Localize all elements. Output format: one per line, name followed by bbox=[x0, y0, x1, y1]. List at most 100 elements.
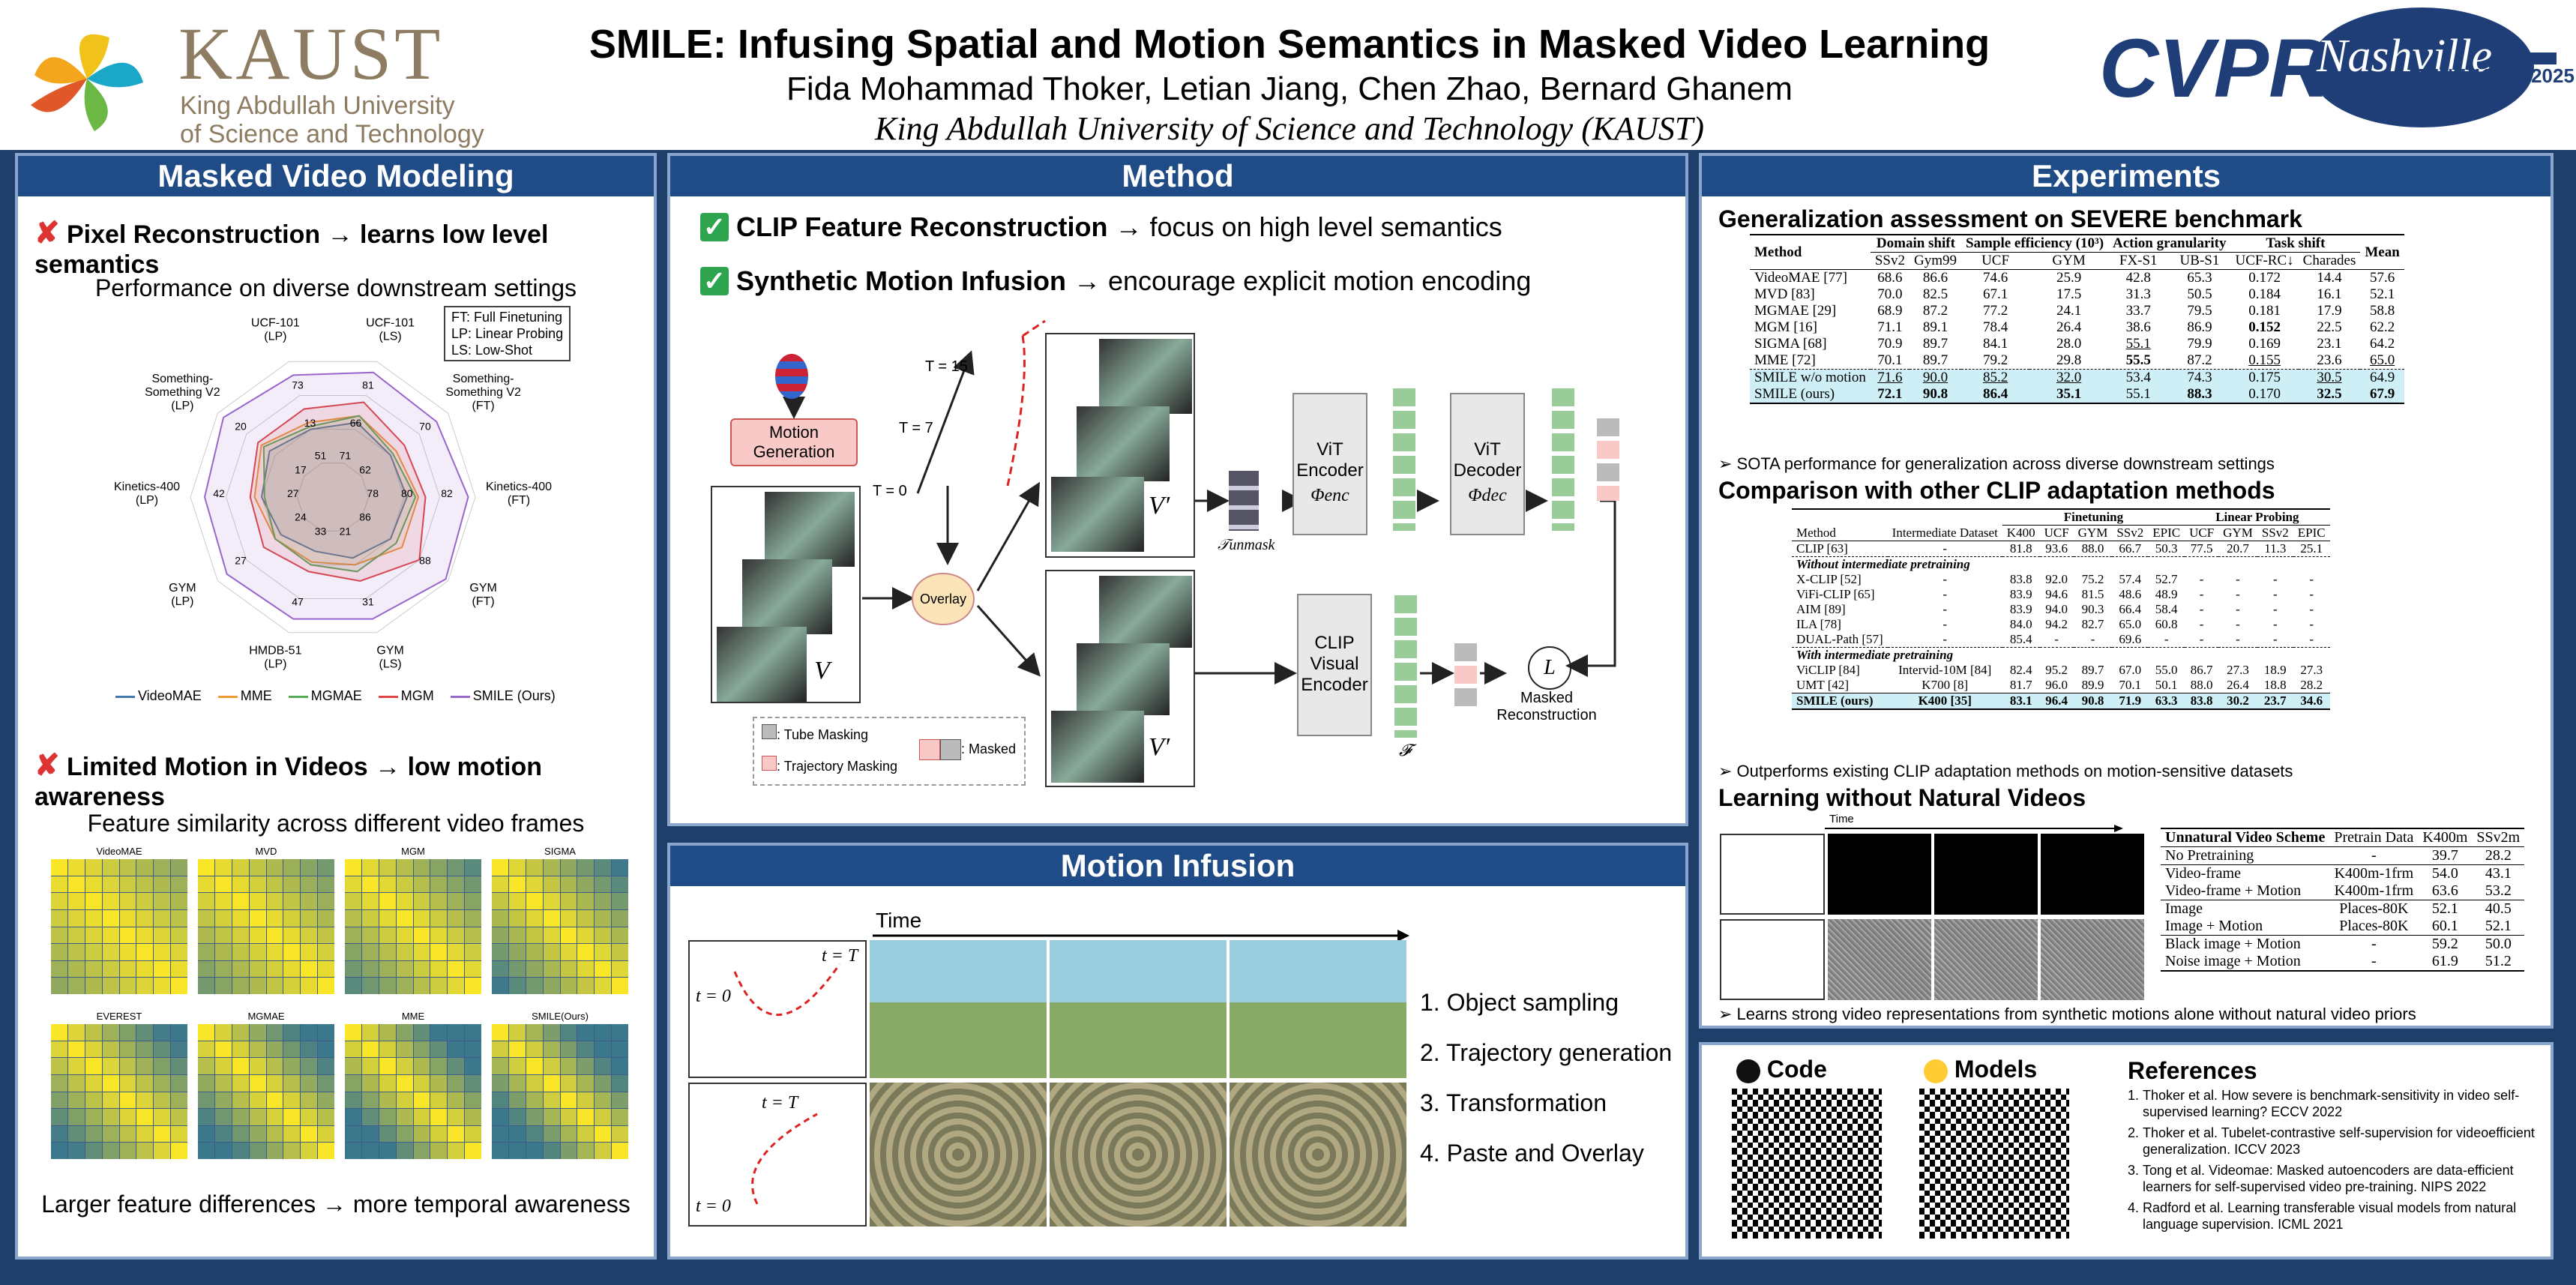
table-cell: - bbox=[2236, 632, 2240, 646]
table-cell: 92.0 bbox=[2045, 572, 2068, 586]
table-cell: 51.2 bbox=[2485, 953, 2512, 969]
radar-axis-label: (LP) bbox=[171, 595, 193, 608]
radar-tick-outer: 70 bbox=[419, 421, 431, 433]
point-rest: → focus on high level semantics bbox=[1107, 211, 1502, 242]
table-cell: 0.155 bbox=[2248, 352, 2281, 368]
table-cell: 43.1 bbox=[2485, 865, 2512, 882]
black-frame bbox=[2041, 834, 2144, 915]
table-cell: - bbox=[2199, 617, 2204, 631]
radar-series-4 bbox=[203, 371, 469, 620]
method-point-clip: ✓ CLIP Feature Reconstruction → focus on… bbox=[700, 211, 1502, 243]
point-pixel-reconstruction: ✘ Pixel Reconstruction → learns low leve… bbox=[34, 216, 654, 280]
github-icon bbox=[1736, 1059, 1760, 1083]
point-limited-motion: ✘ Limited Motion in Videos → low motion … bbox=[34, 748, 654, 812]
table-cell: SMILE (ours) bbox=[1796, 693, 1874, 708]
group-action-granularity: Action granularity bbox=[2108, 235, 2231, 253]
input-video-frames: V bbox=[711, 486, 861, 703]
table-cell: 93.6 bbox=[2045, 541, 2068, 556]
trajectory-bird: t = T t = 0 bbox=[688, 940, 867, 1078]
table-cell: - bbox=[2272, 572, 2278, 586]
table-cell: 88.3 bbox=[2187, 386, 2212, 402]
table-cell: 32.0 bbox=[2056, 370, 2082, 385]
label-t-end: t = T bbox=[762, 1093, 798, 1113]
clip-tokens bbox=[1394, 595, 1417, 738]
models-qr-icon[interactable] bbox=[1919, 1089, 2069, 1239]
legend-lp: LP: Linear Probing bbox=[451, 326, 564, 341]
table-cell: 55.5 bbox=[2125, 352, 2151, 368]
table-cell: 57.4 bbox=[2119, 572, 2142, 586]
table-cell: 57.6 bbox=[2369, 270, 2395, 286]
table-cell: - bbox=[2090, 632, 2095, 646]
table-cell: 59.2 bbox=[2431, 936, 2458, 952]
table-col-header: UCF bbox=[2044, 526, 2069, 540]
table-cell: 52.7 bbox=[2155, 572, 2178, 586]
table-cell: 24.1 bbox=[2056, 303, 2082, 319]
heatmap-title: MGMAE bbox=[247, 1011, 285, 1022]
code-label: Code bbox=[1766, 1056, 1827, 1083]
radar-axis-label: GYM bbox=[376, 645, 403, 657]
heatmap-cells bbox=[198, 859, 334, 994]
table-cell: 0.170 bbox=[2248, 386, 2281, 402]
table-cell: 90.3 bbox=[2081, 602, 2104, 616]
point-text: Limited Motion in Videos → low motion aw… bbox=[34, 753, 542, 811]
table-cell: - bbox=[2272, 602, 2278, 616]
infusion-frame bbox=[1050, 1083, 1227, 1227]
predicted-tokens bbox=[1597, 418, 1619, 501]
table-cell: 90.8 bbox=[1922, 386, 1948, 402]
infusion-frame bbox=[1230, 940, 1406, 1078]
table-cell: AIM [89] bbox=[1796, 602, 1846, 616]
table-cell: MME [72] bbox=[1754, 352, 1816, 368]
huggingface-icon bbox=[1924, 1059, 1948, 1083]
heatmap-title: SIGMA bbox=[544, 846, 576, 857]
vit-encoder: ViT Encoder Φenc bbox=[1292, 393, 1367, 535]
table-cell: 86.4 bbox=[1982, 386, 2008, 402]
note-clip: ➢ Outperforms existing CLIP adaptation m… bbox=[1718, 762, 2293, 780]
table-cell: 84.1 bbox=[1982, 336, 2008, 352]
models-link[interactable]: Models bbox=[1924, 1056, 2037, 1083]
table-cell: Places-80K bbox=[2339, 918, 2409, 934]
radar-tick-inner: 17 bbox=[295, 464, 307, 476]
table-cell: - bbox=[1942, 572, 1948, 586]
table-cell: - bbox=[2309, 632, 2314, 646]
table-col-header: Method bbox=[1796, 525, 1836, 540]
label-t0: T = 0 bbox=[873, 483, 907, 499]
radar-axis-label: Something V2 bbox=[145, 386, 220, 399]
table-cell: 87.2 bbox=[2187, 352, 2212, 368]
table-cell: 81.5 bbox=[2081, 587, 2104, 601]
code-link[interactable]: Code bbox=[1736, 1056, 1827, 1083]
code-qr-icon[interactable] bbox=[1732, 1089, 1882, 1239]
table-cell: 74.3 bbox=[2187, 370, 2212, 385]
table-cell: 82.7 bbox=[2081, 617, 2104, 631]
table-group-row: Finetuning Linear Probing bbox=[1792, 509, 2330, 526]
table-cell: 26.4 bbox=[2056, 319, 2082, 335]
frame-thumbnail bbox=[1077, 406, 1170, 481]
table-cell: X-CLIP [52] bbox=[1796, 572, 1862, 586]
table-cell: 81.8 bbox=[2009, 541, 2032, 556]
radar-tick-outer: 81 bbox=[362, 379, 374, 391]
note-natural: ➢ Learns strong video representations fr… bbox=[1718, 1005, 2416, 1023]
table-cell: 70.9 bbox=[1877, 336, 1903, 352]
table-cell: 83.1 bbox=[2009, 693, 2032, 708]
table-cell: SMILE (ours) bbox=[1754, 386, 1835, 402]
table-cell: - bbox=[1942, 617, 1948, 631]
table-col-header: GYM bbox=[2223, 526, 2253, 540]
table-cell: 66.4 bbox=[2119, 602, 2142, 616]
table-cell: 68.9 bbox=[1877, 303, 1903, 319]
radar-axis-label: (LP) bbox=[136, 494, 158, 507]
table-cell: 52.1 bbox=[2369, 286, 2395, 302]
table-cell: 42.8 bbox=[2125, 270, 2151, 286]
table-cell: 96.0 bbox=[2045, 678, 2068, 692]
heatmap-cells bbox=[345, 1024, 481, 1159]
table-cell: 83.9 bbox=[2009, 587, 2032, 601]
panel-title: Experiments bbox=[1702, 156, 2551, 196]
table-cell: 64.2 bbox=[2369, 336, 2395, 352]
heatmap-6: MME bbox=[345, 1011, 481, 1168]
table-cell: - bbox=[1942, 632, 1948, 646]
table-cell: 84.0 bbox=[2009, 617, 2032, 631]
table-cell: 23.7 bbox=[2263, 693, 2287, 708]
table-cell: 83.8 bbox=[2190, 693, 2213, 708]
